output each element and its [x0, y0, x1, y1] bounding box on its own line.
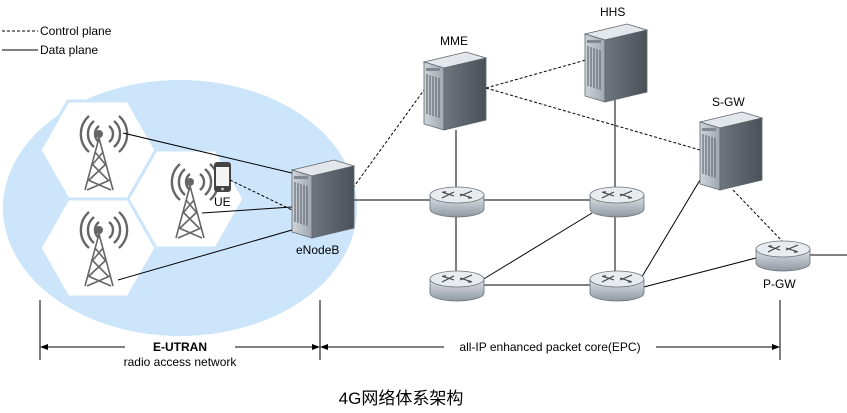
enodeb-server-icon — [291, 159, 355, 239]
mme-server-icon — [423, 51, 487, 131]
sgw-server-icon — [699, 111, 763, 191]
control-plane-label: Control plane — [40, 24, 112, 38]
data-plane-label: Data plane — [40, 43, 98, 57]
router-icon — [429, 270, 485, 302]
hhs-server-icon — [584, 23, 648, 103]
pgw-label: P-GW — [763, 277, 796, 291]
ue-label: UE — [214, 195, 231, 209]
eutran-subtitle: radio access network — [124, 355, 238, 369]
router-icon — [589, 186, 645, 218]
data-plane-links — [117, 100, 847, 289]
pgw-router-icon — [755, 240, 811, 272]
control-plane-links — [229, 59, 784, 243]
mme-label: MME — [440, 34, 468, 48]
router-icon — [429, 186, 485, 218]
diagram-caption: 4G网络体系架构 — [339, 389, 464, 408]
phone-icon — [214, 162, 231, 192]
legend: Control plane Data plane — [2, 24, 112, 57]
epc-label: all-IP enhanced packet core(EPC) — [459, 340, 640, 354]
enodeb-label: eNodeB — [296, 243, 339, 257]
router-icon — [589, 270, 645, 302]
sgw-label: S-GW — [712, 95, 745, 109]
hhs-label: HHS — [600, 5, 625, 19]
eutran-title: E-UTRAN — [153, 340, 207, 354]
